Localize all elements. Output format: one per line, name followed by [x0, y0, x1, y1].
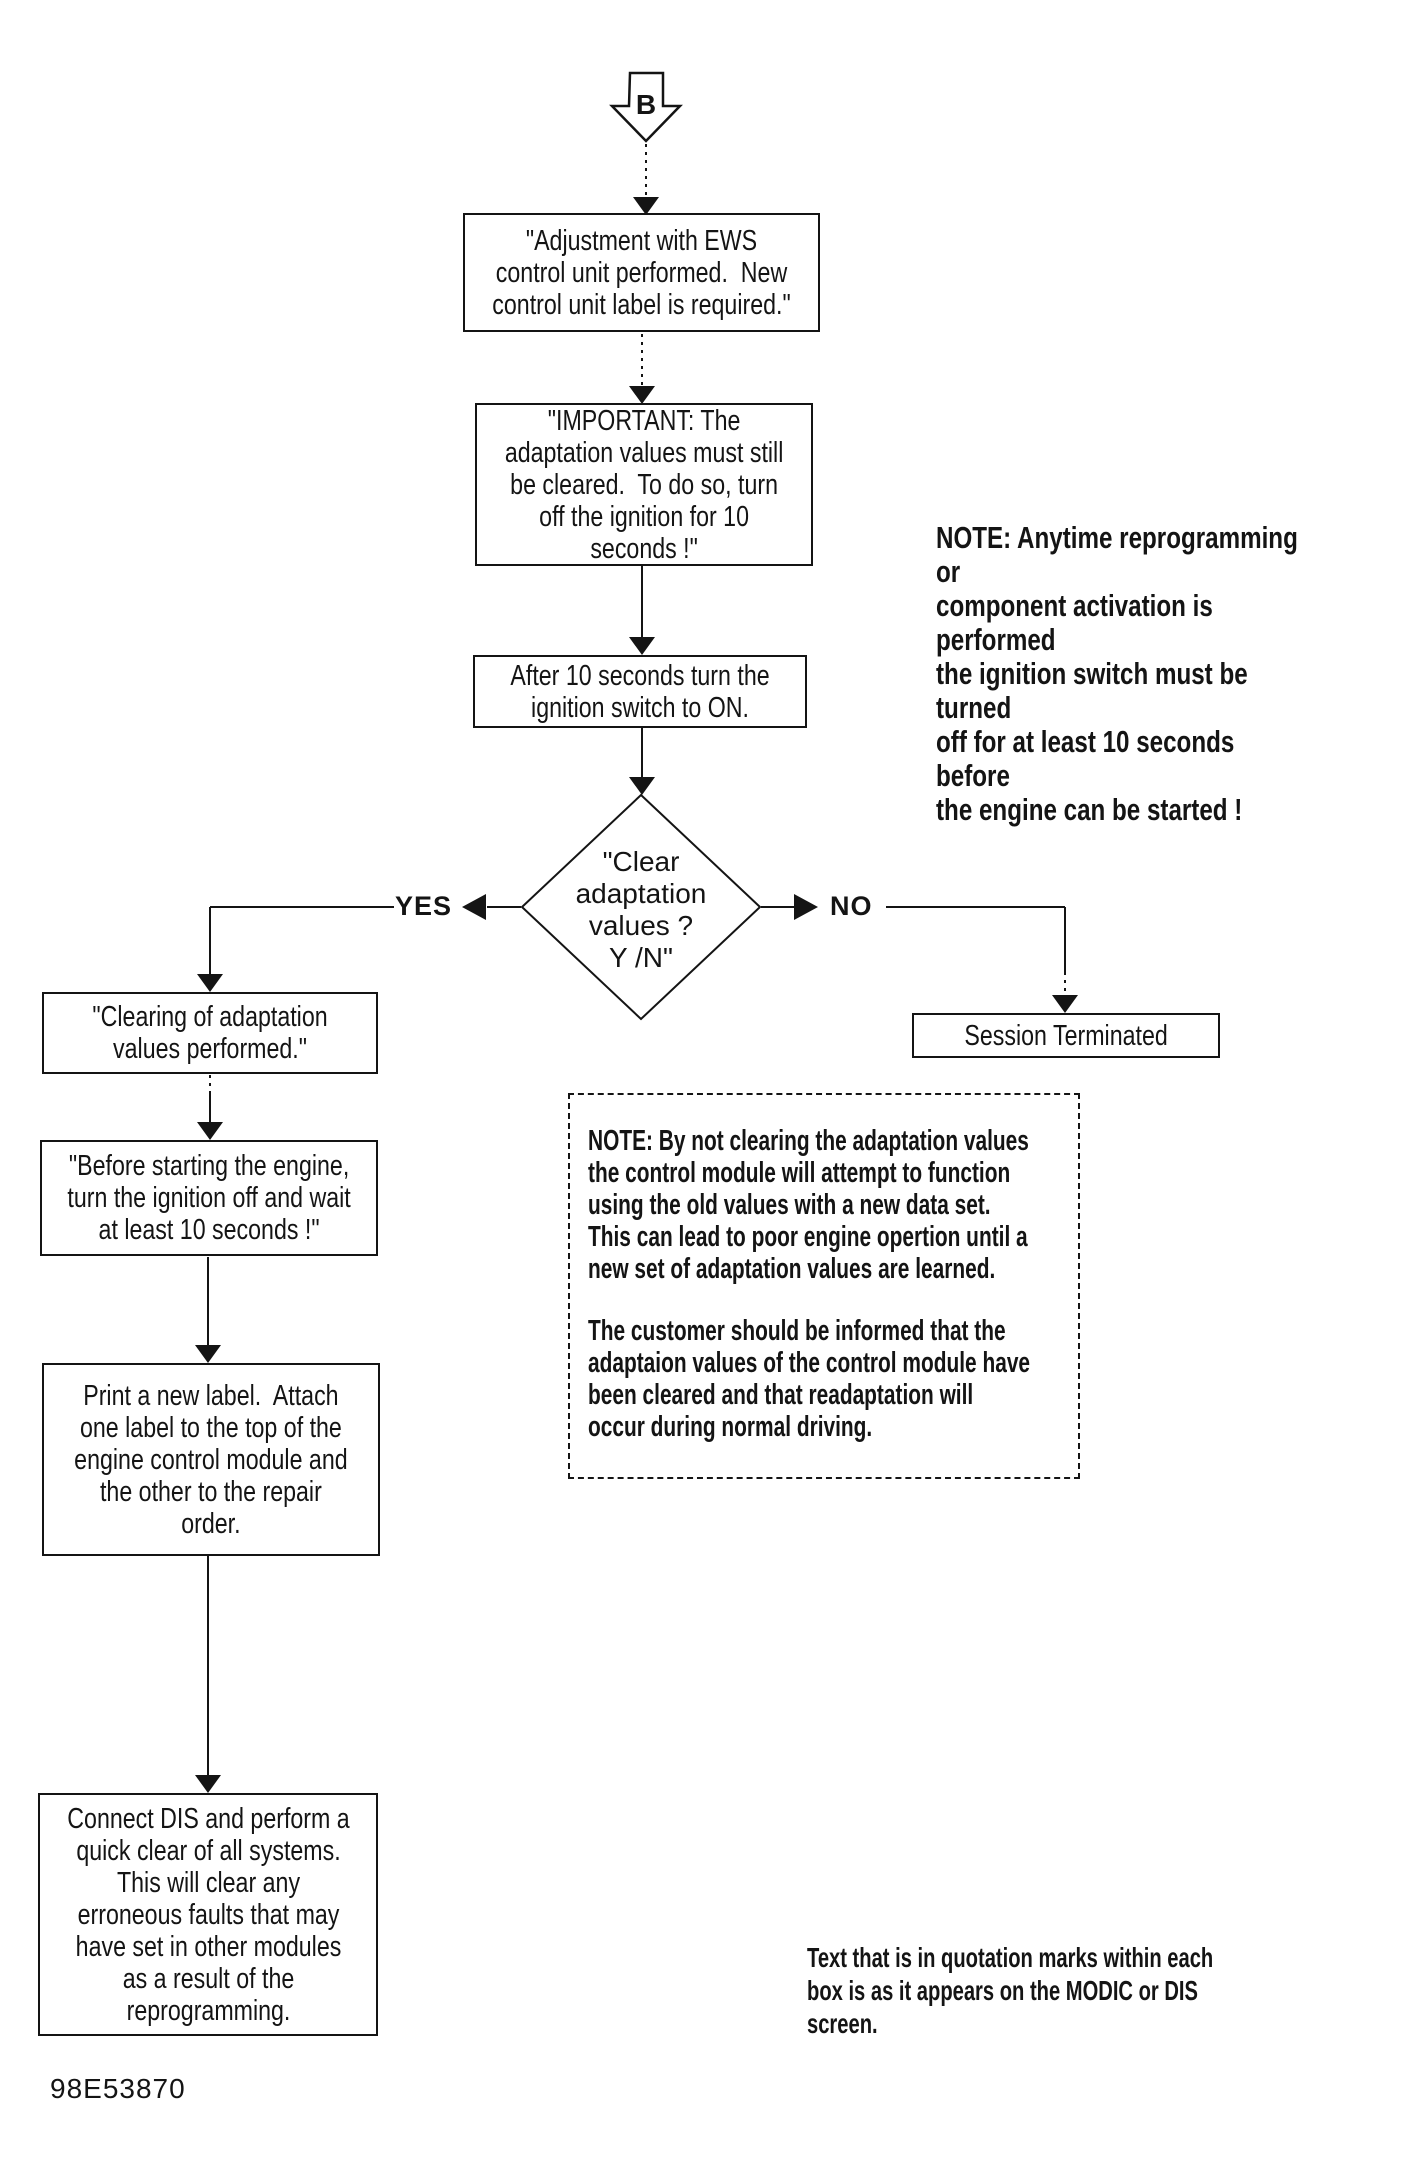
- text-line: "Before starting the engine,: [68, 1150, 350, 1182]
- text-line: "Clear: [602, 846, 680, 877]
- text-line: adaptation values must still: [504, 436, 784, 469]
- text-line: "Clearing of adaptation: [92, 1001, 328, 1033]
- text-line: control unit label is required.": [492, 288, 791, 321]
- text-line: using the old values with a new data set…: [588, 1189, 991, 1221]
- text-line: have set in other modules: [75, 1930, 341, 1963]
- arrowhead-down: [197, 974, 223, 992]
- text-line: new set of adaptation values are learned…: [588, 1253, 996, 1285]
- flow-box-session-terminated: Session Terminated: [912, 1013, 1220, 1058]
- text-line: screen.: [807, 2008, 878, 2039]
- text-line: The customer should be informed that the: [588, 1315, 1006, 1347]
- text-line: "IMPORTANT: The: [547, 404, 741, 437]
- document-number: 98E53870: [50, 2073, 186, 2104]
- text-line: one label to the top of the: [80, 1411, 342, 1444]
- text-line: the engine can be started !: [936, 792, 1243, 827]
- text-line: adaptation: [575, 878, 707, 909]
- text-line: be cleared. To do so, turn: [510, 468, 778, 501]
- text-line: Connect DIS and perform a: [66, 1802, 350, 1835]
- arrowhead-down: [629, 637, 655, 655]
- text-line: component activation is performed: [936, 588, 1213, 657]
- text-line: NOTE: By not clearing the adaptation val…: [588, 1125, 1029, 1157]
- text-line: adaptaion values of the control module h…: [588, 1347, 1031, 1379]
- note-paragraph: The customer should be informed that the…: [588, 1315, 1092, 1443]
- text-line: occur during normal driving.: [588, 1411, 873, 1443]
- arrowhead-down: [197, 1122, 223, 1140]
- text-line: off for at least 10 seconds before: [936, 724, 1235, 793]
- note-not-clearing-adaptation: NOTE: By not clearing the adaptation val…: [568, 1093, 1080, 1479]
- arrowhead-left: [462, 894, 486, 920]
- text-line: engine control module and: [74, 1443, 348, 1476]
- text-line: turn the ignition off and wait: [67, 1182, 351, 1214]
- box-text: "Before starting the engine,turn the ign…: [67, 1150, 350, 1246]
- text-line: at least 10 seconds !": [98, 1214, 320, 1246]
- text-line: order.: [181, 1507, 241, 1540]
- text-line: quick clear of all systems.: [75, 1834, 341, 1867]
- text-line: control unit performed. New: [495, 256, 788, 289]
- text-line: seconds !": [590, 532, 698, 565]
- text-line: "Adjustment with EWS: [525, 224, 758, 257]
- text-line: box is as it appears on the MODIC or DIS: [807, 1975, 1198, 2006]
- text-line: Print a new label. Attach: [83, 1379, 339, 1412]
- branch-label-no: NO: [830, 891, 873, 921]
- text-line: values ?: [588, 910, 694, 941]
- text-line: After 10 seconds turn the: [510, 659, 770, 692]
- note-paragraph: NOTE: By not clearing the adaptation val…: [588, 1125, 1092, 1285]
- text-line: Text that is in quotation marks within e…: [807, 1942, 1214, 1973]
- arrowhead-right: [794, 894, 818, 920]
- text-line: as a result of the: [122, 1962, 294, 1995]
- note-quotation-marks: Text that is in quotation marks within e…: [807, 1941, 1213, 2040]
- text-line: values performed.": [113, 1033, 307, 1065]
- arrowhead-down: [629, 777, 655, 795]
- decision-diamond-shape: [520, 793, 762, 1021]
- text-line: This will clear any: [116, 1866, 300, 1899]
- text-line: ignition switch to ON.: [531, 691, 749, 724]
- text-line: NOTE: Anytime reprogramming or: [936, 520, 1298, 589]
- arrowhead-down: [629, 386, 655, 404]
- arrowhead-down: [633, 197, 659, 215]
- connector-b-label: B: [635, 89, 657, 120]
- text-line: the ignition switch must be turned: [936, 656, 1248, 725]
- text-line: off the ignition for 10: [539, 500, 749, 533]
- branch-label-yes: YES: [395, 891, 453, 921]
- text-line: been cleared and that readaptation will: [588, 1379, 974, 1411]
- arrowhead-down: [195, 1775, 221, 1793]
- text-line: reprogramming.: [126, 1994, 290, 2027]
- arrowhead-down: [195, 1345, 221, 1363]
- text-line: This can lead to poor engine opertion un…: [588, 1221, 1028, 1253]
- text-line: Y /N": [609, 942, 673, 973]
- connector-b-arrow-shape: [609, 71, 683, 143]
- flow-box-before-starting-engine: "Before starting the engine,turn the ign…: [40, 1140, 378, 1256]
- text-line: the other to the repair: [100, 1475, 322, 1508]
- text-line: erroneous faults that may: [77, 1898, 339, 1931]
- box-text: Session Terminated: [964, 1019, 1168, 1052]
- arrowhead-down: [1052, 995, 1078, 1013]
- text-line: the control module will attempt to funct…: [588, 1157, 1011, 1189]
